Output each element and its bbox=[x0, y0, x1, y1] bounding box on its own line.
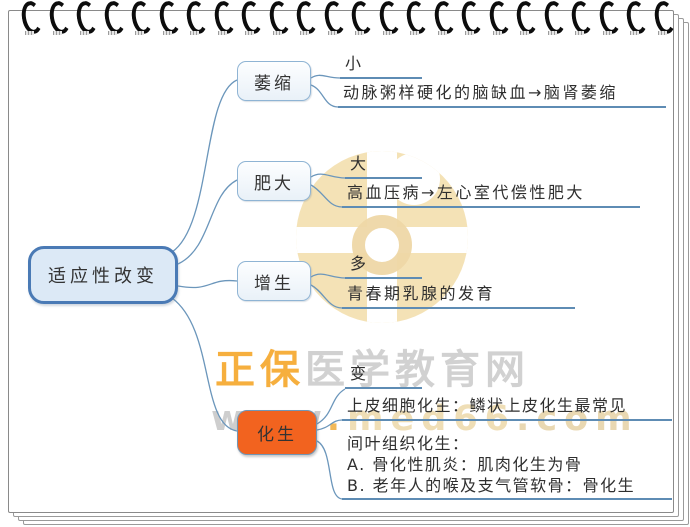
binding-ring-icon bbox=[349, 0, 375, 36]
binding-ring-icon bbox=[156, 0, 183, 36]
binding-ring-icon bbox=[404, 0, 430, 36]
connector-atrophy-child1 bbox=[310, 74, 341, 79]
connector-root-to-atrophy bbox=[171, 79, 238, 253]
binding-ring-icon bbox=[376, 0, 403, 36]
connector-hypertrophy-child1 bbox=[310, 173, 346, 179]
leaf-metaplasia-epithelial: 上皮细胞化生：鳞状上皮化生最常见 bbox=[342, 396, 672, 421]
binding-ring-icon bbox=[321, 0, 348, 36]
binding-ring-icon bbox=[459, 0, 485, 36]
binding-ring-icon bbox=[74, 0, 100, 36]
leaf-metaplasia-keyword: 变 bbox=[345, 364, 422, 389]
binding-ring-icon bbox=[129, 0, 155, 36]
binding-ring-icon bbox=[431, 0, 458, 36]
watermark-brand-highlight: 正保 bbox=[215, 347, 305, 393]
branch-node-hypertrophy: 肥大 bbox=[237, 161, 311, 201]
branch-node-atrophy: 萎缩 bbox=[237, 61, 311, 101]
binding-ring-icon bbox=[46, 0, 73, 36]
binding-ring-icon bbox=[651, 0, 678, 36]
watermark-brand-rest: 医学教育网 bbox=[305, 347, 530, 393]
binding-ring-icon bbox=[266, 0, 293, 36]
watermark-brand-text: 正保医学教育网 bbox=[215, 337, 530, 395]
leaf-hypertrophy-keyword: 大 bbox=[345, 154, 422, 179]
connector-root-to-hyperplasia bbox=[177, 279, 238, 289]
connector-hyperplasia-child2 bbox=[310, 284, 343, 309]
branch-node-hyperplasia: 增生 bbox=[237, 261, 311, 301]
binding-ring-icon bbox=[569, 0, 595, 36]
leaf-metaplasia-mesenchymal: 间叶组织化生： A. 骨化性肌炎：肌肉化生为骨 B. 老年人的喉及支气管软骨：骨… bbox=[342, 433, 672, 500]
connector-metaplasia-child2 bbox=[316, 419, 343, 431]
mesenchymal-line-3: B. 老年人的喉及支气管软骨：骨化生 bbox=[347, 476, 636, 495]
binding-ring-icon bbox=[184, 0, 210, 36]
branch-node-metaplasia: 化生 bbox=[237, 410, 317, 455]
med66-logo-watermark-icon bbox=[296, 151, 468, 323]
connector-hyperplasia-child1 bbox=[310, 273, 346, 279]
leaf-hypertrophy-example: 高血压病→左心室代偿性肥大 bbox=[342, 183, 640, 208]
connector-atrophy-child2 bbox=[310, 84, 339, 108]
leaf-atrophy-example: 动脉粥样硬化的脑缺血→脑肾萎缩 bbox=[338, 83, 666, 108]
binding-ring-icon bbox=[596, 0, 623, 36]
binding-ring-icon bbox=[486, 0, 513, 36]
leaf-hyperplasia-keyword: 多 bbox=[345, 254, 422, 279]
binding-ring-icon bbox=[211, 0, 238, 36]
binding-ring-icon bbox=[294, 0, 320, 36]
leaf-hyperplasia-example: 青春期乳腺的发育 bbox=[342, 284, 575, 309]
connector-metaplasia-child3 bbox=[316, 440, 343, 500]
connector-metaplasia-child1 bbox=[316, 388, 346, 425]
binding-ring-icon bbox=[239, 0, 265, 36]
binding-ring-icon bbox=[19, 0, 45, 36]
connector-hypertrophy-child2 bbox=[310, 184, 343, 208]
mesenchymal-line-2: A. 骨化性肌炎：肌肉化生为骨 bbox=[347, 455, 583, 474]
mesenchymal-line-1: 间叶组织化生： bbox=[347, 434, 470, 453]
binding-ring-icon bbox=[514, 0, 540, 36]
connector-root-to-metaplasia bbox=[171, 297, 238, 432]
binding-ring-icon bbox=[541, 0, 568, 36]
binding-ring-icon bbox=[101, 0, 128, 36]
leaf-atrophy-keyword: 小 bbox=[340, 54, 422, 79]
logo-top-disc bbox=[388, 153, 440, 205]
connector-root-to-hypertrophy bbox=[177, 179, 238, 265]
spiral-binding bbox=[0, 0, 690, 40]
binding-ring-icon bbox=[624, 0, 650, 36]
root-node-adaptive-change: 适应性改变 bbox=[28, 246, 178, 304]
